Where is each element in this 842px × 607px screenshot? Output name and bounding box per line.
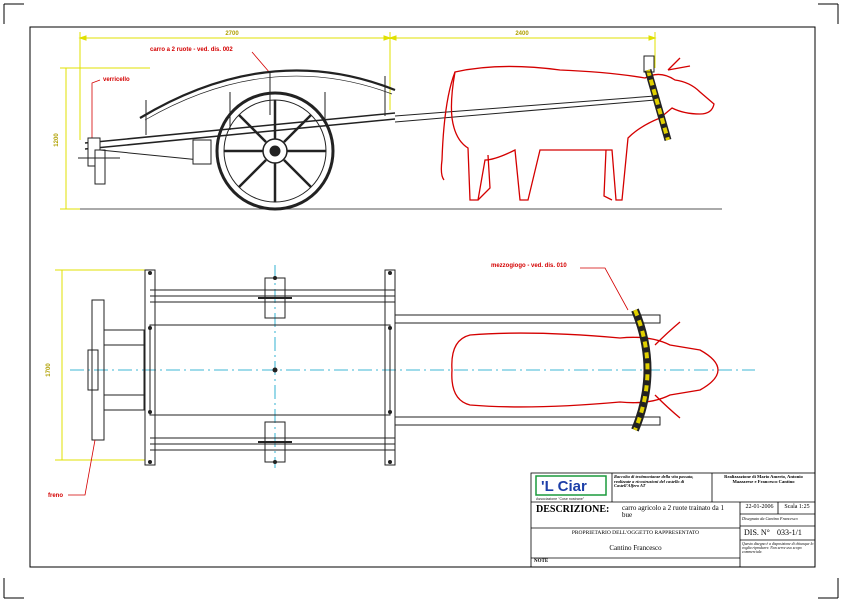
description-label: DESCRIZIONE:	[536, 504, 610, 515]
title-block-grid	[530, 472, 816, 568]
label-brake: freno	[48, 493, 63, 499]
side-dimensions	[60, 32, 657, 210]
label-cart: carro a 2 ruote - ved. dis. 002	[150, 47, 233, 53]
cart-top-bolts	[148, 271, 392, 464]
cart-wheel	[215, 91, 335, 211]
cart-side	[78, 69, 656, 185]
label-yoke: mezzogiogo - ved. dis. 010	[491, 263, 567, 269]
logo-frame	[535, 475, 607, 496]
dim-length-pole: 2400	[515, 31, 529, 37]
label-vertical: verricello	[103, 77, 130, 83]
collection-text: Raccolta di testimonianze della vita pas…	[614, 474, 694, 489]
dis-label: DIS. N°	[744, 528, 770, 537]
note-label: NOTE	[534, 559, 549, 564]
ox-top	[451, 321, 719, 419]
logo-text: 'L Ciar	[541, 478, 587, 495]
sheet-frame	[29, 26, 816, 568]
ox-side	[440, 57, 715, 201]
yoke-side	[643, 55, 672, 141]
dim-width: 1700	[46, 363, 52, 377]
scale: Scala 1:25	[784, 504, 810, 510]
top-dimensions	[55, 269, 145, 461]
description-value: carro agricolo a 2 ruote trainato da 1 b…	[622, 504, 725, 520]
owner-value: Cantino Francesco	[609, 544, 662, 552]
owner-label: PROPRIETARIO DELL'OGGETTO RAPPRESENTATO	[571, 530, 700, 536]
dim-length-cart: 2700	[225, 31, 239, 37]
top-view: 1700	[46, 263, 755, 499]
drawn-by: Disegnato da Cantino Francesco	[742, 516, 798, 521]
date: 22-01-2006	[745, 504, 774, 510]
dis-value: 033-1/1	[777, 528, 802, 537]
cart-top	[87, 269, 661, 466]
dim-height: 1200	[54, 133, 60, 147]
side-view: 2700 2400 1200 carro a 2 ruote - ved. di…	[54, 31, 722, 211]
notice: Questo disegno è a disposizione di chiun…	[742, 542, 814, 554]
crop-marks	[3, 3, 839, 599]
logo-subtitle: Associazione "Cose nostrane"	[536, 497, 585, 501]
yoke-top	[631, 308, 652, 432]
authors-text: Realizzazione di Mario Amerio, Antonio M…	[724, 474, 803, 484]
